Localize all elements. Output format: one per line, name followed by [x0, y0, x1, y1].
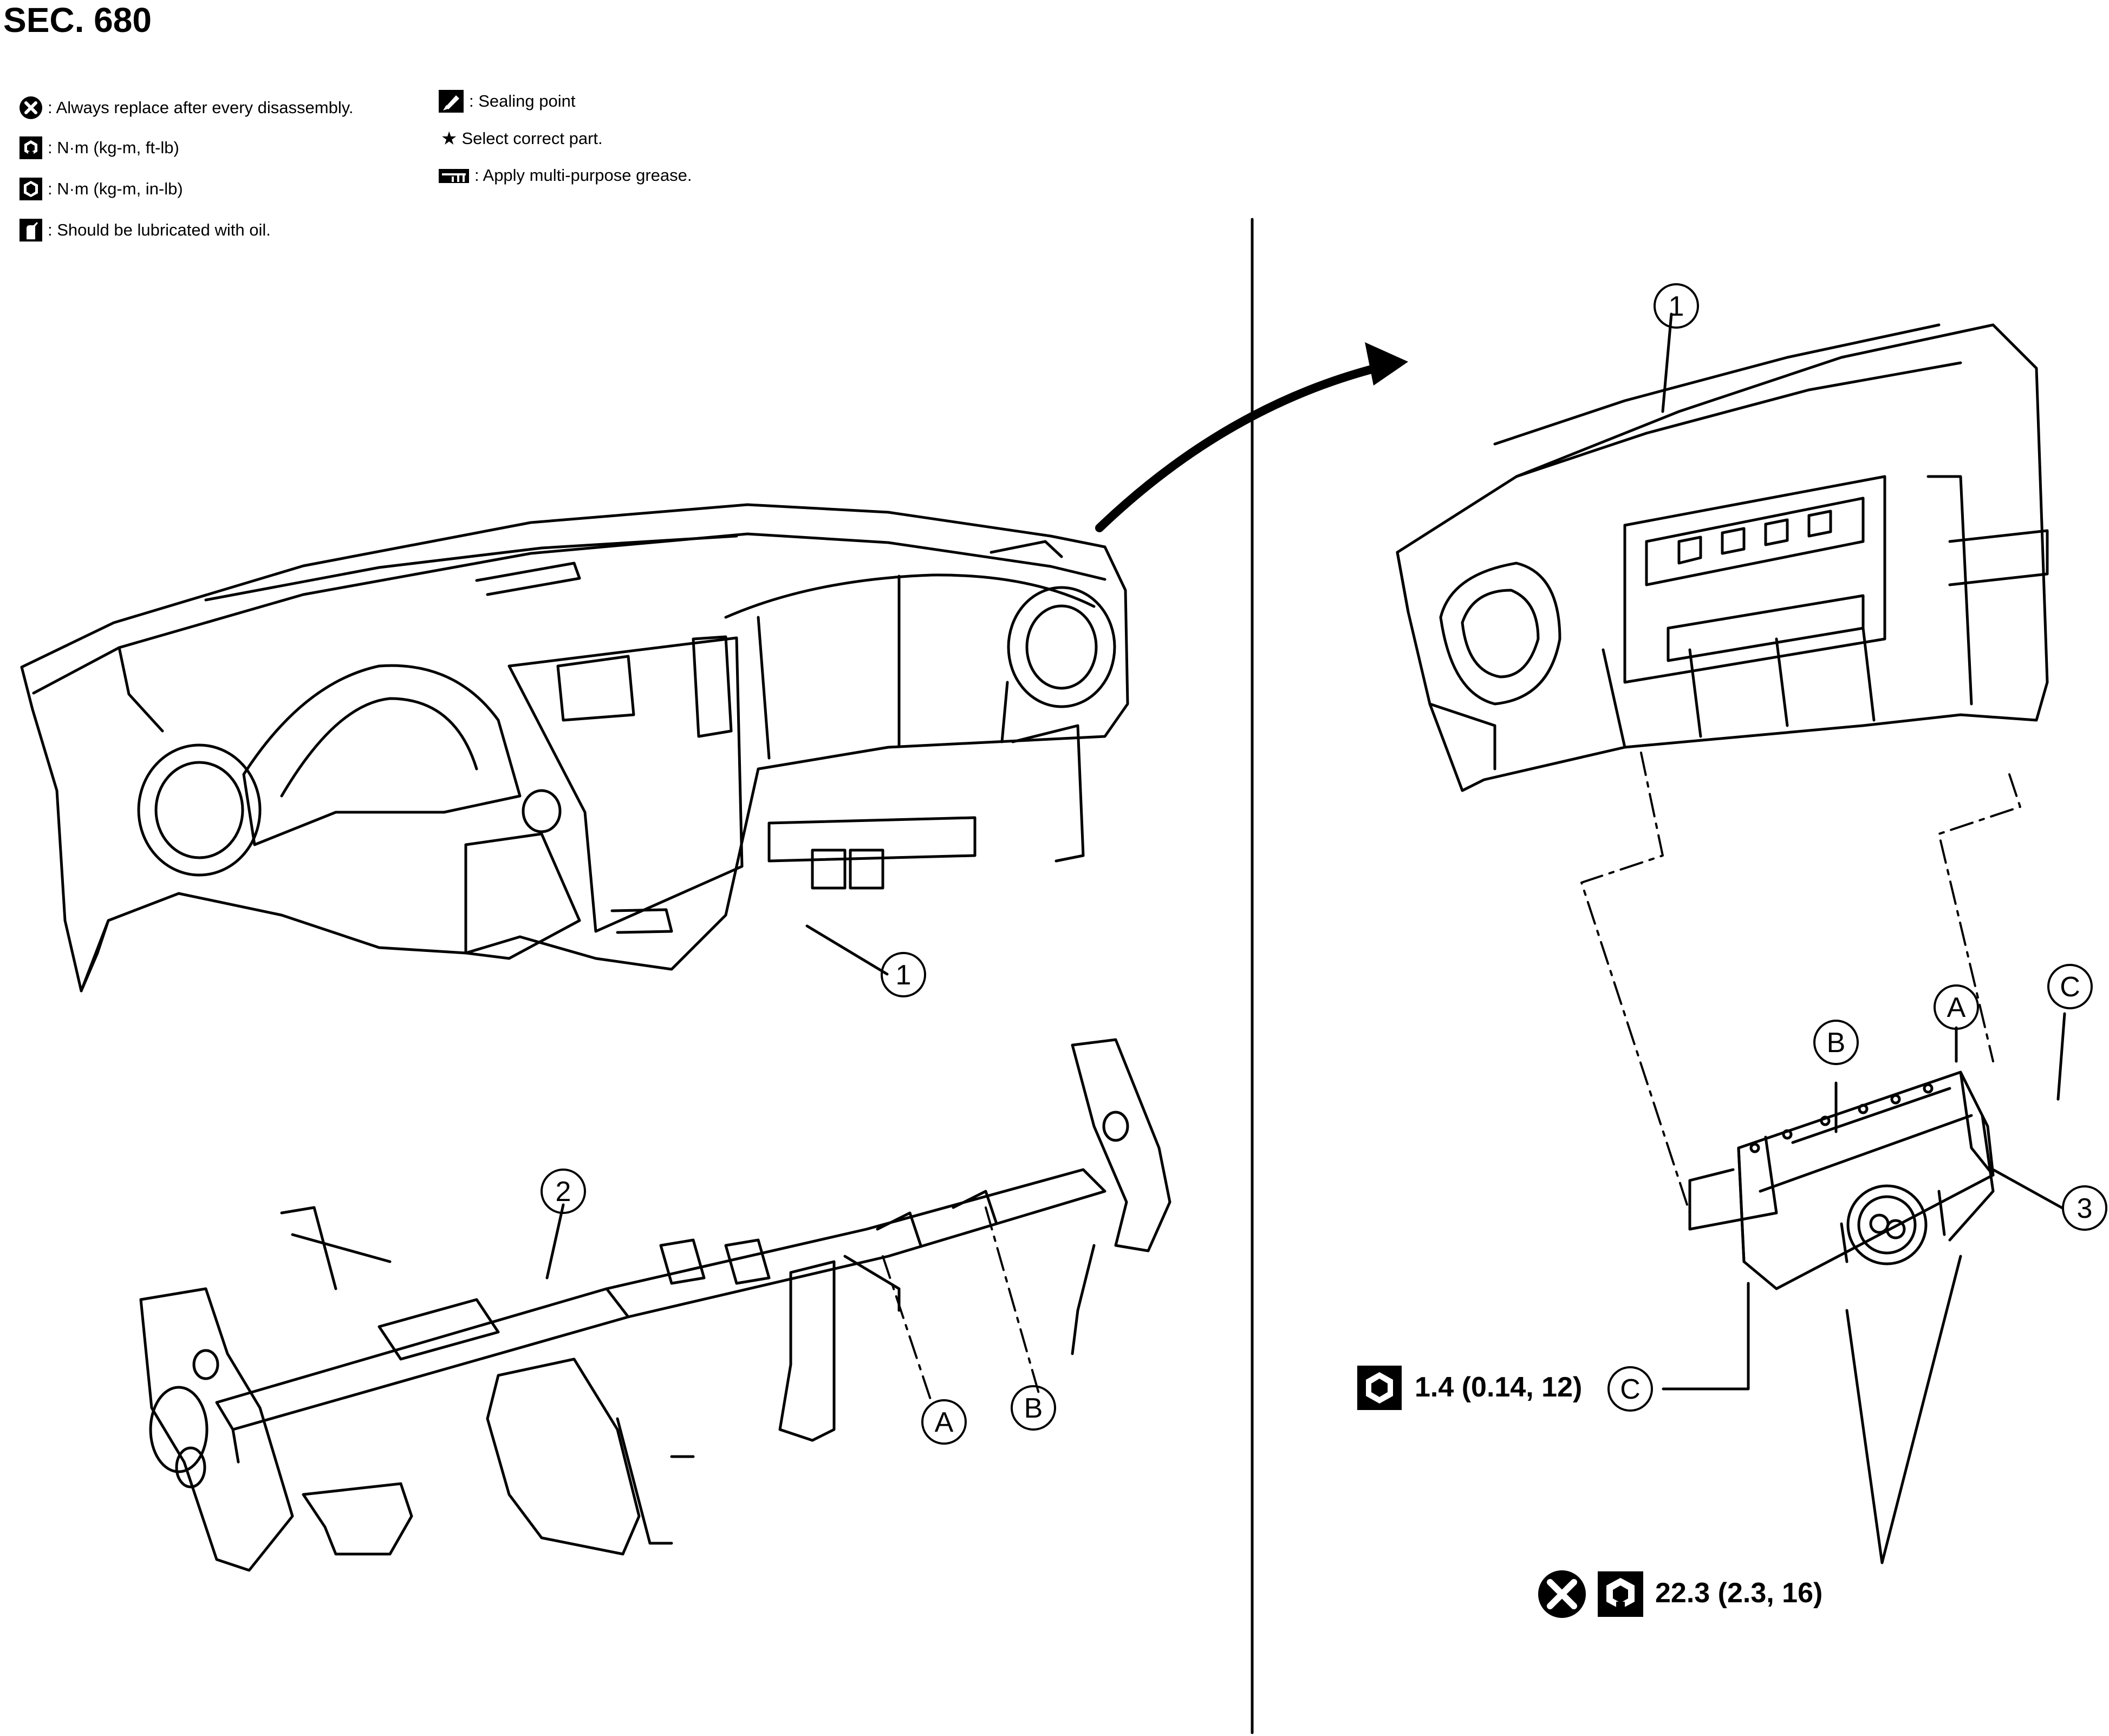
- torque-in-lb-icon: [19, 178, 42, 200]
- alignment-lines: [882, 752, 2021, 1404]
- legend-text-select-part: Select correct part.: [461, 129, 603, 148]
- instrument-panel-assembly: [20, 503, 1129, 993]
- legend-item-select-part: ★ Select correct part.: [441, 128, 603, 149]
- legend-text-lubricate-oil: : Should be lubricated with oil.: [48, 220, 271, 239]
- section-title: SEC. 680: [3, 1, 152, 40]
- legend-text-always-replace: : Always replace after every disassembly…: [48, 98, 354, 117]
- legend-text-torque-in-lb: : N·m (kg-m, in-lb): [48, 179, 183, 198]
- torque-in-lb-icon: [1357, 1366, 1402, 1410]
- instrument-panel-closeup: [1396, 323, 2049, 792]
- legend-text-sealing-point: : Sealing point: [469, 92, 576, 110]
- ref-a-left: A: [935, 1407, 954, 1438]
- legend-item-sealing-point: : Sealing point: [438, 89, 575, 114]
- torque-spec-screw: 1.4 (0.14, 12): [1415, 1372, 1583, 1403]
- ref-c-spec: C: [1620, 1374, 1641, 1405]
- passenger-airbag-module: [1688, 1071, 1995, 1290]
- legend-item-lubricate-oil: : Should be lubricated with oil.: [18, 218, 271, 243]
- lubricate-oil-icon: [19, 219, 42, 242]
- ref-b-left: B: [1024, 1393, 1043, 1424]
- legend-item-torque-in-lb: : N·m (kg-m, in-lb): [18, 177, 183, 201]
- always-replace-icon: [1538, 1570, 1586, 1618]
- callout-2: 2: [556, 1176, 571, 1208]
- grease-icon: [439, 169, 469, 183]
- torque-ft-lb-icon: [1598, 1571, 1643, 1617]
- always-replace-icon: [19, 96, 42, 119]
- transfer-arrow: [1095, 342, 1408, 532]
- ref-a-right: A: [1947, 992, 1966, 1023]
- callout-1-top: 1: [1669, 291, 1684, 322]
- legend-text-grease: : Apply multi-purpose grease.: [474, 166, 692, 185]
- callout-1-bottom: 1: [896, 960, 912, 991]
- callout-3: 3: [2077, 1193, 2093, 1224]
- star-icon: ★: [441, 128, 458, 149]
- torque-ft-lb-icon: [19, 136, 42, 159]
- steering-member-assembly: [139, 1038, 1171, 1572]
- callout-circles: [541, 283, 2107, 1445]
- legend-item-always-replace: : Always replace after every disassembly…: [18, 95, 354, 120]
- torque-spec-bolt: 22.3 (2.3, 16): [1655, 1577, 1823, 1609]
- legend-item-grease: : Apply multi-purpose grease.: [438, 166, 692, 185]
- ref-b-right: B: [1827, 1027, 1846, 1059]
- ref-c-top: C: [2060, 971, 2080, 1003]
- legend-text-torque-ft-lb: : N·m (kg-m, ft-lb): [48, 138, 179, 157]
- leader-lines: [545, 312, 2066, 1564]
- legend-item-torque-ft-lb: : N·m (kg-m, ft-lb): [18, 135, 179, 160]
- sealing-point-icon: [439, 90, 464, 113]
